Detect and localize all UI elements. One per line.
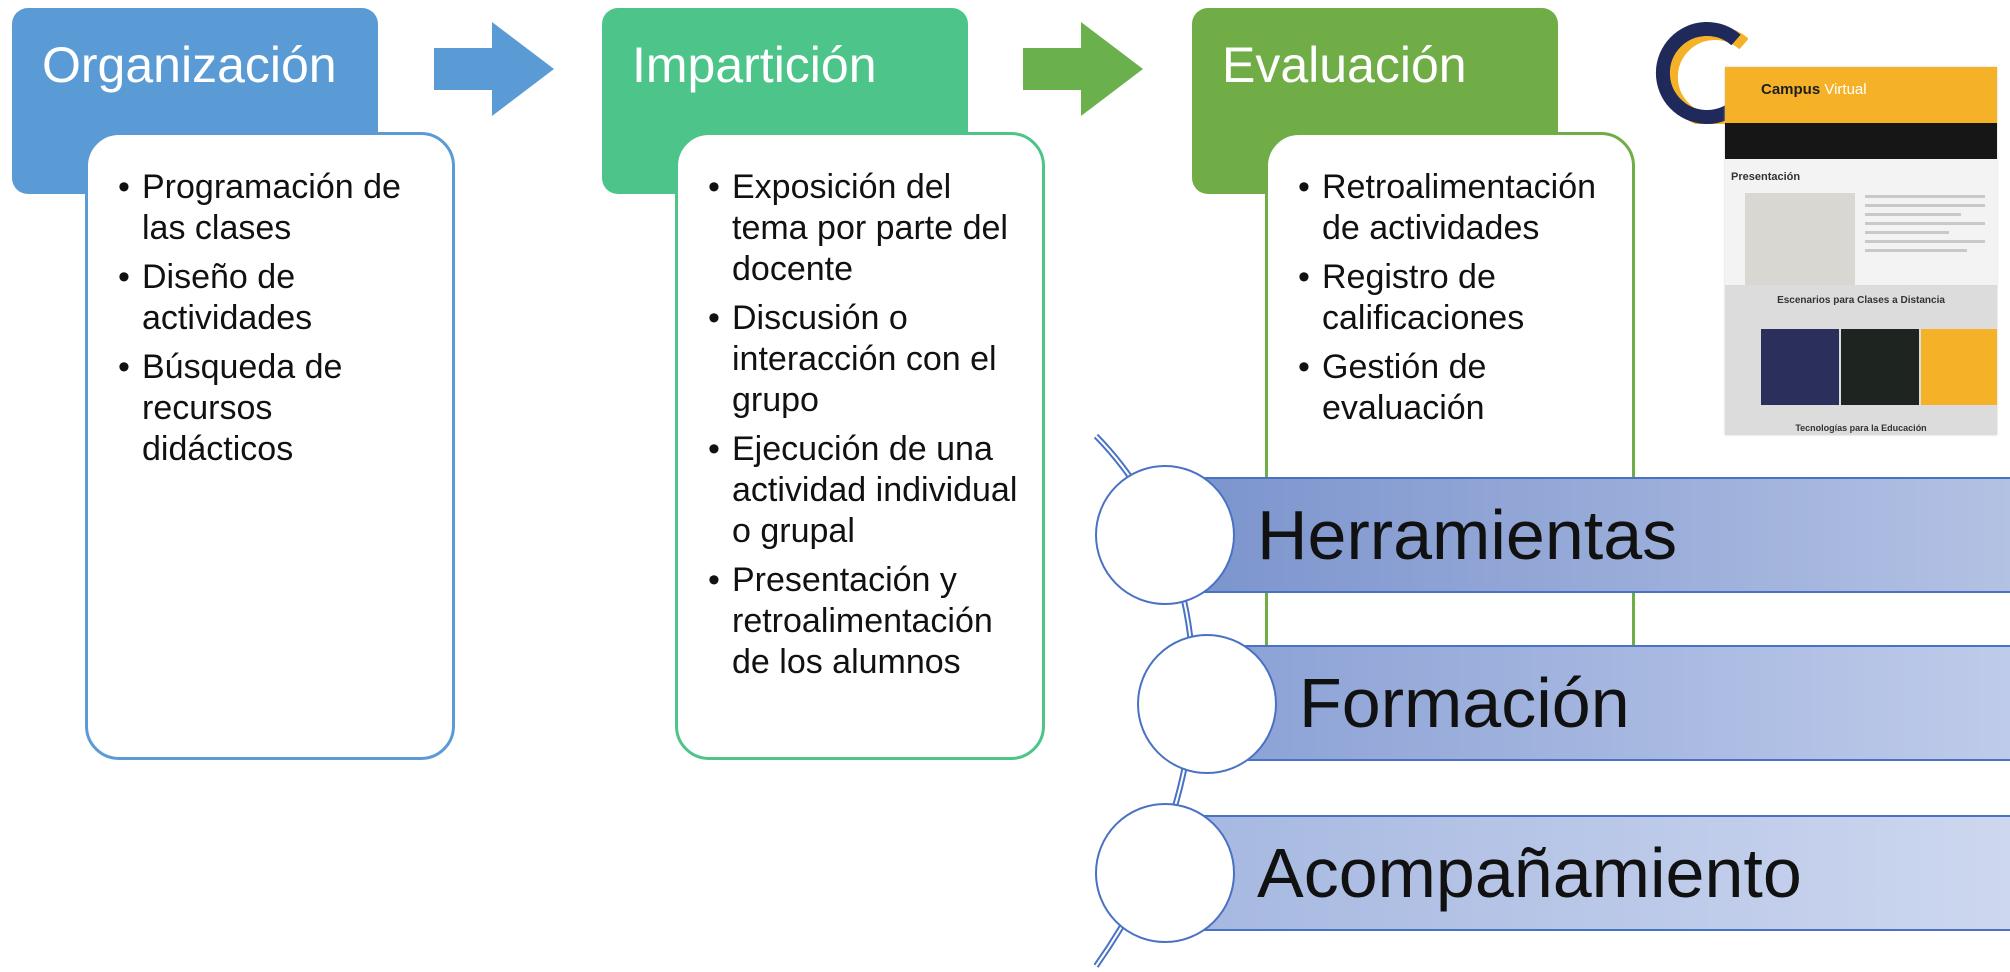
thumbnail-brand: Campus Virtual: [1761, 81, 1867, 98]
tool-bullet-circle: [1137, 634, 1277, 774]
stage-title: Evaluación: [1222, 37, 1467, 93]
stage-item: Ejecución de una actividad individual o …: [708, 429, 1022, 552]
tool-bullet-circle: [1095, 465, 1235, 605]
arrow-right-icon: [434, 22, 554, 116]
tool-label: Acompañamiento: [1257, 834, 1802, 912]
arrow-right-icon: [1023, 22, 1143, 116]
thumbnail-scenario-card: [1761, 329, 1839, 405]
stage-item: Gestión de evaluación: [1298, 347, 1612, 429]
thumbnail-scenario-card: [1921, 329, 1997, 405]
thumbnail-nav-bar: [1725, 123, 1997, 159]
thumbnail-footer-title: Tecnologías para la Educación: [1795, 423, 1927, 433]
stage-box-organizacion: Programación de las clases Diseño de act…: [85, 132, 455, 760]
campus-logo-icon: [1655, 22, 1748, 124]
tool-label: Herramientas: [1257, 496, 1678, 574]
campus-brand: Campus: [1761, 81, 1821, 98]
stage-item-list: Programación de las clases Diseño de act…: [118, 167, 432, 470]
stage-item: Discusión o interacción con el grupo: [708, 298, 1022, 421]
thumbnail-scenarios-title: Escenarios para Clases a Distancia: [1777, 295, 1945, 306]
stage-title: Organización: [42, 37, 337, 93]
stage-item: Búsqueda de recursos didácticos: [118, 347, 432, 470]
stage-item-list: Retroalimentación de actividades Registr…: [1298, 167, 1612, 429]
tool-bar-acompanamiento: Acompañamiento: [1167, 815, 2010, 931]
campus-brand-suffix: Virtual: [1824, 81, 1867, 98]
thumbnail-scenario-card: [1841, 329, 1919, 405]
stage-item: Registro de calificaciones: [1298, 257, 1612, 339]
stage-item: Exposición del tema por parte del docent…: [708, 167, 1022, 290]
stage-item: Retroalimentación de actividades: [1298, 167, 1612, 249]
stage-box-imparticion: Exposición del tema por parte del docent…: [675, 132, 1045, 760]
stage-item-list: Exposición del tema por parte del docent…: [708, 167, 1022, 683]
tool-bar-formacion: Formación: [1209, 645, 2010, 761]
thumbnail-header: [1725, 67, 1997, 123]
tool-label: Formación: [1299, 664, 1630, 742]
thumbnail-photo: [1745, 193, 1855, 289]
stage-item: Diseño de actividades: [118, 257, 432, 339]
stage-item: Presentación y retroalimentación de los …: [708, 560, 1022, 683]
tool-bullet-circle: [1095, 803, 1235, 943]
thumbnail-text-lines: [1865, 195, 1985, 258]
tool-bar-herramientas: Herramientas: [1167, 477, 2010, 593]
campus-screenshot-thumbnail: Campus Virtual Presentación Escenarios p…: [1725, 67, 1997, 435]
stage-item: Programación de las clases: [118, 167, 432, 249]
stage-title: Impartición: [632, 37, 877, 93]
thumbnail-section-title: Presentación: [1731, 171, 1801, 183]
